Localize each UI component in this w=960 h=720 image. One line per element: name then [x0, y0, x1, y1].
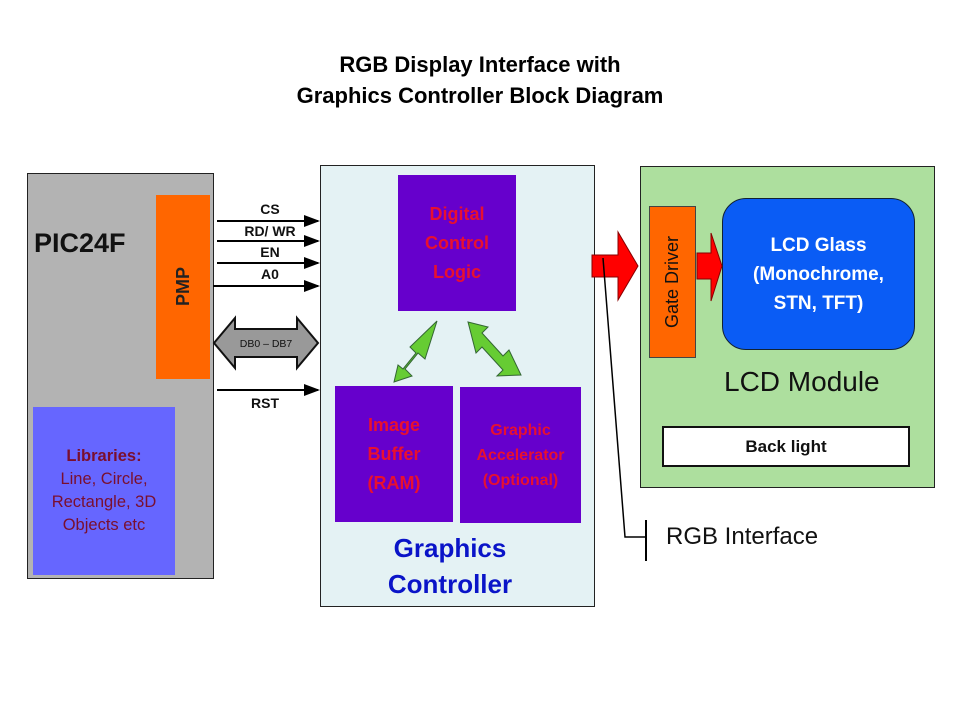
image-buffer-block: Image Buffer (RAM)	[335, 386, 453, 522]
lcd-glass-block: LCD Glass (Monochrome, STN, TFT)	[722, 198, 915, 350]
diagram-title-line2: Graphics Controller Block Diagram	[296, 83, 664, 108]
signal-en-label: EN	[260, 244, 280, 260]
gc-label-line: Graphics	[393, 533, 507, 563]
digital-control-logic-block: Digital Control Logic	[398, 175, 516, 311]
libraries-block: Libraries: Line, Circle, Rectangle, 3D O…	[33, 407, 175, 575]
gc-label-line: Controller	[387, 569, 513, 599]
lcd-module-label: LCD Module	[724, 366, 880, 397]
signal-a0-label: A0	[261, 266, 279, 282]
dcl-text-line: Digital	[429, 203, 485, 224]
dcl-to-buffer-arrow	[393, 320, 438, 383]
image-buffer-text-line: Image	[367, 414, 421, 435]
rgb-interface-label: RGB Interface	[666, 523, 819, 550]
data-bus-double-arrow	[212, 315, 320, 371]
gate-to-glass-arrow	[696, 232, 723, 302]
rgb-interface-callout-line	[602, 257, 645, 538]
libraries-line: Line, Circle,	[60, 470, 148, 488]
controller-to-lcd-arrow	[591, 230, 639, 302]
back-light-block: Back light	[662, 426, 910, 467]
pic24f-label: PIC24F	[34, 228, 126, 258]
accelerator-text-line: Accelerator	[476, 446, 565, 464]
image-buffer-text-line: Buffer	[367, 443, 421, 464]
graphics-controller-label: Graphics Controller	[320, 530, 580, 602]
signal-rd-wr-label: RD/ WR	[244, 223, 296, 239]
image-buffer-text-line: (RAM)	[367, 472, 421, 493]
signal-rst-label: RST	[251, 395, 279, 411]
data-bus-label: DB0 – DB7	[240, 338, 293, 350]
dcl-to-accelerator-arrow	[467, 321, 522, 377]
dcl-text-line: Control	[425, 232, 489, 253]
libraries-line: Rectangle, 3D	[51, 493, 157, 511]
diagram-title-line1: RGB Display Interface with	[339, 52, 621, 77]
back-light-label: Back light	[745, 436, 827, 456]
lcd-glass-text-line: STN, TFT)	[773, 292, 864, 314]
pmp-block: PMP	[156, 195, 210, 379]
lcd-glass-text-line: (Monochrome,	[753, 263, 884, 285]
dcl-text-line: Logic	[433, 261, 481, 282]
lcd-glass-text-line: LCD Glass	[770, 234, 867, 256]
signal-cs-label: CS	[260, 201, 280, 217]
libraries-heading: Libraries:	[66, 447, 142, 465]
accelerator-text-line: (Optional)	[482, 471, 559, 489]
gate-driver-block: Gate Driver	[649, 206, 696, 358]
graphic-accelerator-block: Graphic Accelerator (Optional)	[460, 387, 581, 523]
accelerator-text-line: Graphic	[490, 421, 551, 439]
libraries-line: Objects etc	[62, 516, 146, 534]
